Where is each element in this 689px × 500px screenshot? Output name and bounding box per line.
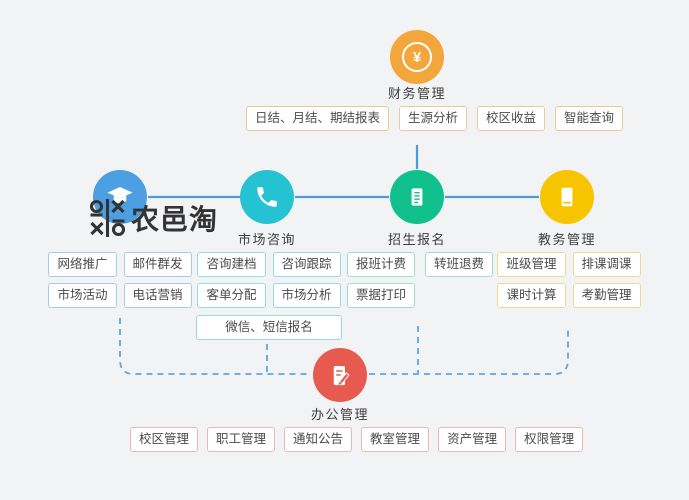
marketing-features-row1: 网络推广邮件群发 — [45, 252, 195, 277]
academic-features-row2: 课时计算考勤管理 — [496, 283, 642, 308]
office-features: 校区管理职工管理通知公告教室管理资产管理权限管理 — [130, 427, 584, 452]
feature-box: 日结、月结、期结报表 — [246, 106, 390, 131]
academic-features-row1: 班级管理排课调课 — [496, 252, 642, 277]
finance-features: 日结、月结、期结报表生源分析校区收益智能查询 — [246, 106, 624, 131]
feature-box: 课时计算 — [497, 283, 566, 308]
watermark-text: 农邑淘 — [131, 204, 219, 235]
node-label-enroll: 招生报名 — [387, 232, 446, 247]
feature-box: 票据打印 — [347, 283, 416, 308]
watermark-logo-icon — [89, 199, 126, 237]
feature-box: 职工管理 — [207, 427, 276, 452]
academic-circle — [540, 170, 594, 224]
feature-box: 通知公告 — [284, 427, 353, 452]
consult-circle — [240, 170, 294, 224]
yen-glyph: ¥ — [412, 48, 422, 66]
finance-circle: ¥ — [390, 30, 444, 84]
pen-document-icon — [333, 365, 350, 385]
document-icon — [411, 188, 423, 206]
book-icon — [561, 187, 573, 207]
consult-features-row3: 微信、短信报名 — [196, 315, 342, 340]
feature-box: 校区管理 — [130, 427, 199, 452]
watermark: 农邑淘 — [88, 198, 218, 238]
enroll-circle — [390, 170, 444, 224]
phone-icon — [257, 187, 277, 207]
feature-box: 咨询跟踪 — [272, 252, 341, 277]
feature-box: 权限管理 — [515, 427, 584, 452]
feature-box: 市场分析 — [272, 283, 341, 308]
feature-box: 微信、短信报名 — [196, 315, 342, 340]
feature-box: 班级管理 — [497, 252, 566, 277]
yen-icon: ¥ — [402, 42, 432, 72]
feature-box: 客单分配 — [197, 283, 266, 308]
feature-box: 考勤管理 — [572, 283, 641, 308]
feature-box: 报班计费 — [347, 252, 416, 277]
node-label-academic: 教务管理 — [537, 232, 596, 247]
feature-box: 网络推广 — [48, 252, 117, 277]
node-label-finance: 财务管理 — [387, 86, 446, 101]
consult-features-row2: 客单分配市场分析 — [196, 283, 342, 308]
feature-box: 邮件群发 — [123, 252, 192, 277]
feature-box: 资产管理 — [438, 427, 507, 452]
feature-box: 校区收益 — [477, 106, 546, 131]
node-label-office: 办公管理 — [310, 407, 369, 422]
feature-box: 转班退费 — [425, 252, 494, 277]
feature-box: 咨询建档 — [197, 252, 266, 277]
marketing-features-row2: 市场活动电话营销 — [45, 283, 195, 308]
feature-box: 智能查询 — [555, 106, 624, 131]
node-label-consult: 市场咨询 — [237, 232, 296, 247]
feature-box: 市场活动 — [48, 283, 117, 308]
office-circle — [313, 348, 367, 402]
feature-box: 生源分析 — [399, 106, 468, 131]
enroll-features-row2: 票据打印 — [347, 283, 416, 308]
feature-box: 电话营销 — [123, 283, 192, 308]
enroll-features-row1: 报班计费转班退费 — [347, 252, 494, 277]
consult-features-row1: 咨询建档咨询跟踪 — [196, 252, 342, 277]
feature-box: 教室管理 — [361, 427, 430, 452]
feature-box: 排课调课 — [572, 252, 641, 277]
